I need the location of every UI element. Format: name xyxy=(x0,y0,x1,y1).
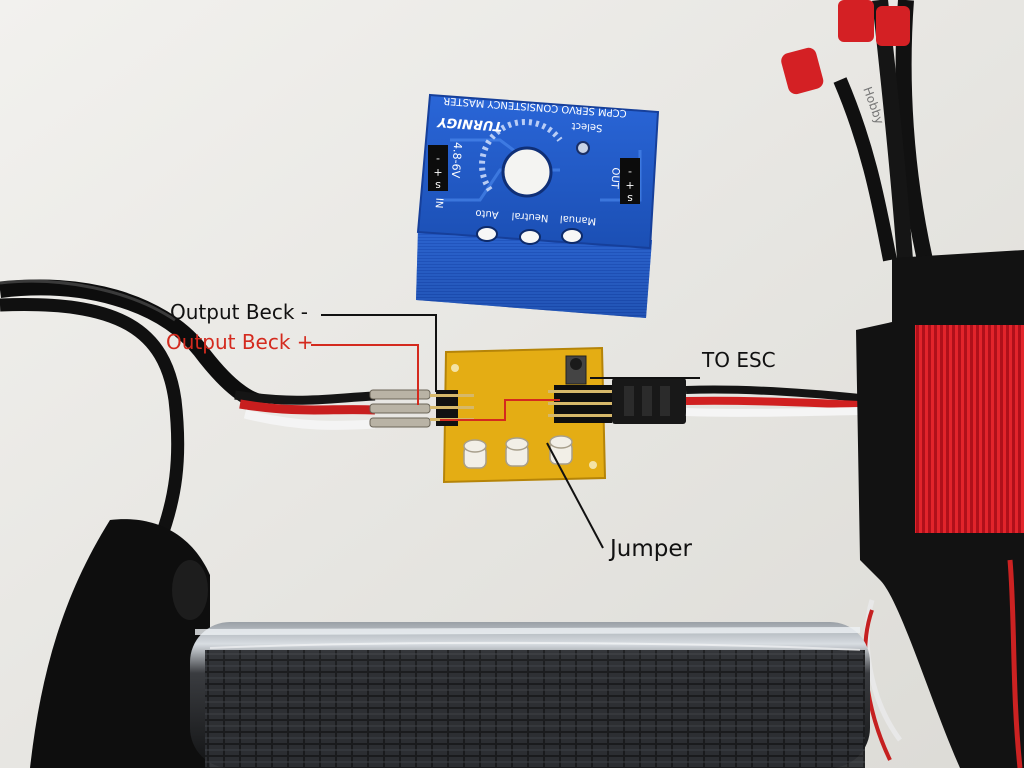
esc-bullet-connectors xyxy=(781,0,910,95)
button-label-neutral: Neutral xyxy=(511,210,549,224)
in-pin-symbol-2: + xyxy=(433,166,442,179)
out-label: OUT xyxy=(608,167,621,190)
in-pin-symbol-1: - xyxy=(436,153,440,166)
jumper-label: Jumper xyxy=(610,536,692,562)
select-label: Select xyxy=(571,120,603,133)
servo-tester: - + s - + s CCPM SERVO CONSISTENCY MASTE… xyxy=(416,93,660,318)
output-beck-plus-line xyxy=(311,344,419,405)
output-beck-minus-line xyxy=(321,314,437,392)
manual-button xyxy=(561,228,583,244)
esc-heatsink xyxy=(915,325,1024,533)
button-label-auto: Auto xyxy=(475,207,499,220)
out-pin-block xyxy=(620,158,640,204)
button-label-manual: Manual xyxy=(560,213,597,227)
pcb-adapter xyxy=(430,346,618,484)
out-pin-symbol-1: - xyxy=(628,166,632,179)
jumper-line xyxy=(546,442,604,549)
out-pin-symbol-2: + xyxy=(625,179,634,192)
in-label: IN xyxy=(433,197,445,208)
knob-hole xyxy=(501,146,553,198)
pcb-pushbutton xyxy=(570,358,582,370)
annotation-lines xyxy=(311,314,700,549)
output-beck-minus-label: Output Beck - xyxy=(170,300,309,324)
pcb-white-posts xyxy=(463,435,573,469)
in-pin-block xyxy=(428,145,448,191)
out-pin-symbol-3: s xyxy=(627,192,633,205)
servo-lead-left xyxy=(234,389,431,430)
esc: Hobby xyxy=(781,0,1024,768)
voltage-label: 4.8-6V xyxy=(449,142,465,179)
select-screw xyxy=(576,141,590,155)
in-pin-symbol-3: s xyxy=(435,179,441,192)
tester-brand-label: TURNIGY xyxy=(436,114,503,134)
to-esc-label: TO ESC xyxy=(702,348,776,372)
auto-button xyxy=(476,226,498,242)
output-beck-plus-label: Output Beck + xyxy=(166,330,314,354)
jumper-wire-red xyxy=(440,399,560,421)
battery-pack xyxy=(30,519,870,768)
output-pin-header xyxy=(548,385,618,423)
esc-lead xyxy=(612,378,861,424)
neutral-button xyxy=(519,229,541,245)
